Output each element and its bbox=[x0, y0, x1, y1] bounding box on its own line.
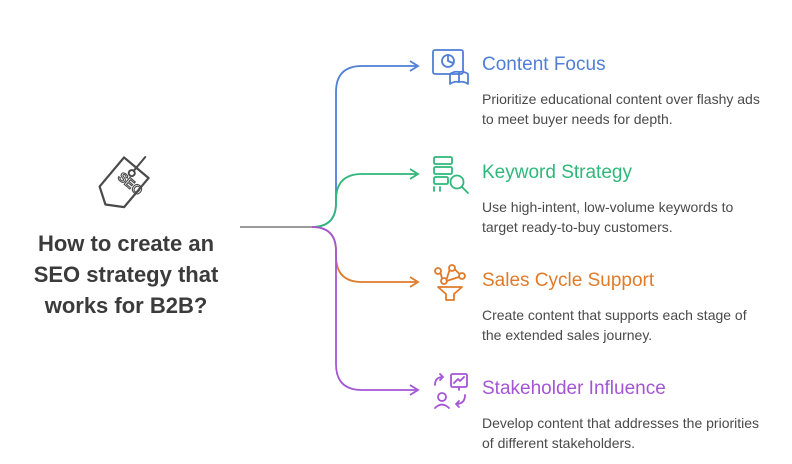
node-description: Develop content that addresses the prior… bbox=[482, 415, 760, 451]
node-title: Keyword Strategy bbox=[482, 162, 632, 183]
arrowhead-content-focus bbox=[409, 60, 420, 72]
node-description: Use high-intent, low-volume keywords to … bbox=[482, 199, 734, 235]
branch-sales-cycle bbox=[311, 226, 416, 283]
seo-tag-icon: SEO bbox=[98, 156, 150, 209]
branch-content-focus bbox=[311, 65, 416, 228]
arrowhead-keyword-strategy bbox=[409, 168, 420, 180]
person-chart-exchange-icon bbox=[434, 373, 468, 409]
branch-keyword-strategy bbox=[311, 173, 416, 228]
server-search-icon bbox=[433, 156, 469, 194]
main-title: How to create an SEO strategy that works… bbox=[20, 228, 232, 321]
node-description: Create content that supports each stage … bbox=[482, 307, 747, 343]
main-title-line: works for B2B? bbox=[44, 293, 208, 318]
node-title: Stakeholder Influence bbox=[482, 378, 666, 399]
arrowhead-stakeholder bbox=[409, 384, 420, 396]
presentation-book-icon bbox=[432, 49, 469, 85]
main-title-line: SEO strategy that bbox=[33, 262, 219, 287]
main-title-line: How to create an bbox=[37, 231, 215, 256]
funnel-network-icon bbox=[434, 264, 466, 301]
branch-stakeholder bbox=[311, 226, 416, 391]
node-title: Content Focus bbox=[482, 54, 606, 75]
tag-text: SEO bbox=[115, 169, 146, 198]
node-description: Prioritize educational content over flas… bbox=[482, 91, 760, 127]
node-title: Sales Cycle Support bbox=[482, 270, 655, 291]
arrowhead-sales-cycle bbox=[409, 276, 420, 288]
